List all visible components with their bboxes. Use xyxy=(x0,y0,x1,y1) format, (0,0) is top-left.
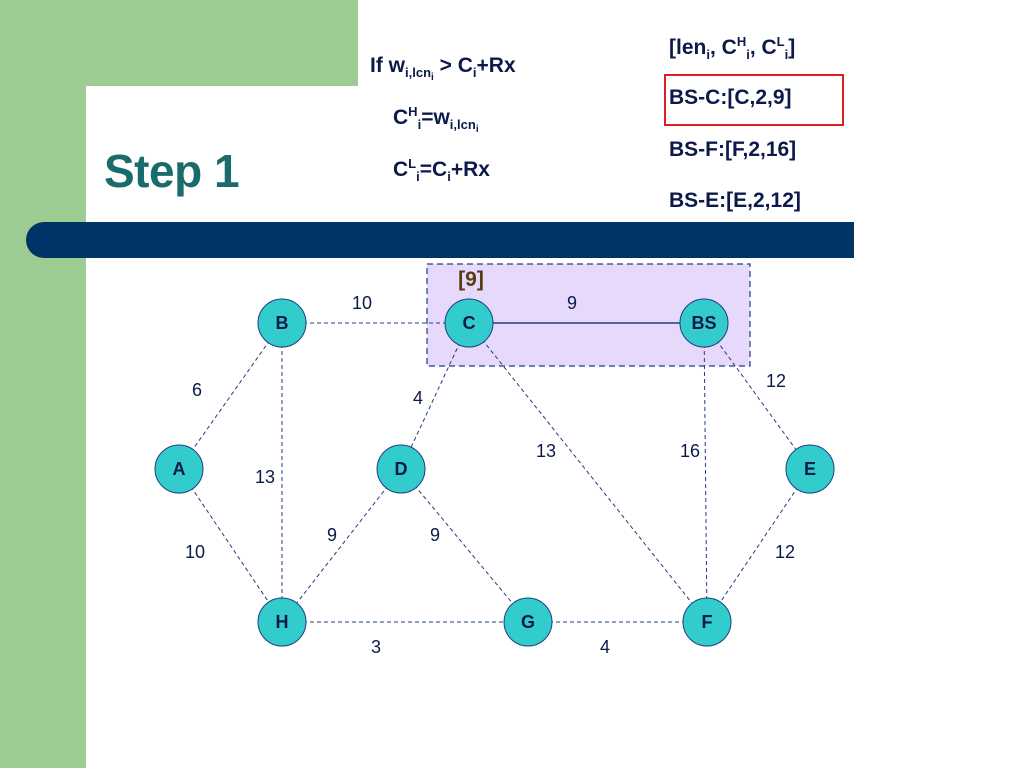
node-circle xyxy=(154,444,204,494)
node-label: D xyxy=(395,459,408,479)
edge-weight-label: 9 xyxy=(327,525,337,545)
node-c: C xyxy=(444,298,494,348)
edge-weight-label: 16 xyxy=(680,441,700,461)
node-circle xyxy=(444,298,494,348)
edge-b-a xyxy=(178,322,283,470)
edge-weight-label: 12 xyxy=(775,542,795,562)
nodes-layer: B C BS A D E H G F xyxy=(154,298,835,647)
highlight-label: [9] xyxy=(458,268,484,291)
node-d: D xyxy=(376,444,426,494)
tuple-entry: BS-F:[F,2,16] xyxy=(669,138,797,161)
edge-weight-label: 13 xyxy=(255,467,275,487)
edge-weight-label: 3 xyxy=(371,637,381,657)
node-label: E xyxy=(804,459,816,479)
node-label: G xyxy=(521,612,535,632)
rule-line-1: If wi,lcni > Ci+Rx xyxy=(370,54,516,84)
edge-weight-label: 10 xyxy=(352,293,372,313)
node-g: G xyxy=(503,597,553,647)
edge-bs-f xyxy=(703,322,708,623)
edge-weight-label: 4 xyxy=(600,637,610,657)
node-circle xyxy=(679,298,729,348)
edge-weight-label: 10 xyxy=(185,542,205,562)
node-h: H xyxy=(257,597,307,647)
title-divider-bar xyxy=(26,222,854,258)
edge-a-h xyxy=(178,468,283,623)
edge-weight-label: 6 xyxy=(192,380,202,400)
node-circle xyxy=(257,298,307,348)
edge-e-f xyxy=(706,468,811,623)
edge-weight-label: 4 xyxy=(413,388,423,408)
node-circle xyxy=(682,597,732,647)
node-circle xyxy=(503,597,553,647)
edge-c-d xyxy=(400,322,470,470)
node-circle xyxy=(257,597,307,647)
node-label: BS xyxy=(691,313,716,333)
node-f: F xyxy=(682,597,732,647)
edges-layer: 10 9 6 13 4 13 16 12 10 9 9 12 3 4 xyxy=(178,293,811,657)
node-circle xyxy=(376,444,426,494)
node-label: H xyxy=(276,612,289,632)
content-panel xyxy=(86,86,1024,768)
node-label: C xyxy=(463,313,476,333)
rule-line-2: CHi=wi,lcni xyxy=(393,104,479,136)
node-circle xyxy=(785,444,835,494)
node-label: B xyxy=(276,313,289,333)
edge-weight-label: 12 xyxy=(766,371,786,391)
edge-weight-label: 9 xyxy=(430,525,440,545)
edge-d-h xyxy=(281,468,402,623)
edge-bs-e xyxy=(703,322,811,470)
edge-weight-label: 13 xyxy=(536,441,556,461)
edge-d-g xyxy=(400,468,529,623)
edge-c-f xyxy=(468,322,708,623)
node-a: A xyxy=(154,444,204,494)
rule-line-3: CLi=Ci+Rx xyxy=(393,156,490,185)
top-green-block xyxy=(86,0,358,86)
node-label: F xyxy=(702,612,713,632)
tuple-entry: BS-C:[C,2,9] xyxy=(669,86,792,109)
edge-weight-label: 9 xyxy=(567,293,577,313)
node-b: B xyxy=(257,298,307,348)
node-label: A xyxy=(173,459,186,479)
tuple-header: [leni, CHi, CLi] xyxy=(669,34,796,63)
highlight-box xyxy=(664,74,844,126)
node-bs: BS xyxy=(679,298,729,348)
slide-title: Step 1 xyxy=(104,145,240,197)
side-green-strip xyxy=(0,0,86,768)
node-e: E xyxy=(785,444,835,494)
tuple-entry: BS-E:[E,2,12] xyxy=(669,189,801,212)
